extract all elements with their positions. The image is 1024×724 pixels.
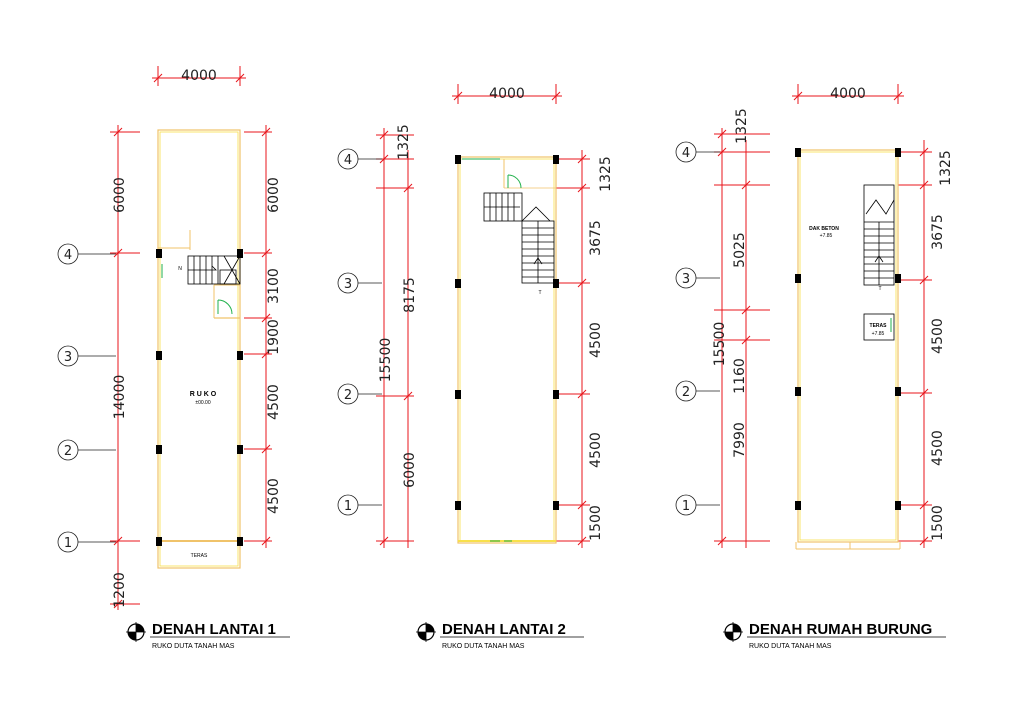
- left-dim-7990: 7990: [732, 422, 748, 458]
- grid-axis-1: 1: [337, 494, 382, 516]
- left-dim-15500: 15500: [378, 338, 394, 383]
- grid-label: 1: [64, 536, 72, 551]
- grid-label: 4: [344, 153, 352, 168]
- right-dimension-chain: [556, 150, 590, 548]
- room-level: ±00.00: [195, 400, 210, 406]
- plan-lantai-1: 4000 6000 14000 1200: [57, 66, 290, 650]
- stair-mark: T: [538, 290, 541, 296]
- stair-mark: T: [878, 286, 881, 292]
- plan-subtitle: RUKO DUTA TANAH MAS: [442, 643, 525, 650]
- grid-axis-4: 4: [57, 243, 116, 265]
- right-dim-4500-a: 4500: [266, 384, 282, 420]
- right-dim-3675: 3675: [930, 214, 946, 250]
- building-walls: [157, 129, 241, 569]
- grid-axis-2: 2: [57, 439, 116, 461]
- left-dim-5025: 5025: [732, 232, 748, 268]
- right-dim-4500-b: 4500: [930, 430, 946, 466]
- left-dim-6000: 6000: [402, 452, 418, 488]
- right-dim-4500-a: 4500: [930, 318, 946, 354]
- left-dim-14000: 14000: [112, 375, 128, 420]
- title-block: DENAH LANTAI 2 RUKO DUTA TANAH MAS: [416, 621, 584, 650]
- grid-axis-2: 2: [675, 380, 720, 402]
- right-dim-4500-a: 4500: [588, 322, 604, 358]
- room-label: DAK BETON: [809, 226, 839, 232]
- building-walls: [457, 156, 557, 544]
- left-dim-1325: 1325: [734, 108, 750, 144]
- left-dim-6000: 6000: [112, 177, 128, 213]
- left-dimension-chain: [110, 125, 140, 610]
- right-dimension-chain: [244, 125, 272, 548]
- grid-axis-4: 4: [337, 148, 382, 170]
- left-dim-1325: 1325: [396, 124, 412, 160]
- right-dim-1325: 1325: [598, 156, 614, 192]
- grid-label: 4: [64, 248, 72, 263]
- grid-label: 3: [344, 277, 352, 292]
- left-dimension-chain: [714, 128, 770, 548]
- stair: [187, 255, 241, 285]
- left-dim-15500: 15500: [712, 322, 728, 367]
- teras-label: TERAS: [870, 323, 888, 329]
- plan-title: DENAH LANTAI 1: [152, 621, 276, 638]
- grid-label: 2: [64, 444, 72, 459]
- right-dim-6000: 6000: [266, 177, 282, 213]
- right-dim-4500-b: 4500: [588, 432, 604, 468]
- grid-axis-1: 1: [57, 531, 116, 553]
- grid-axis-4: 4: [675, 141, 720, 163]
- grid-label: 2: [344, 388, 352, 403]
- stair-mark: N: [178, 266, 182, 272]
- plan-lantai-2: 4000 1325 8175 15500 6000: [337, 84, 614, 650]
- top-dimension: [152, 66, 246, 86]
- grid-axis-2: 2: [337, 383, 382, 405]
- top-dim-label: 4000: [830, 86, 866, 102]
- left-dimension-chain: [376, 128, 414, 548]
- title-block: DENAH RUMAH BURUNG RUKO DUTA TANAH MAS: [723, 621, 946, 650]
- right-dim-3675: 3675: [588, 220, 604, 256]
- plan-title: DENAH LANTAI 2: [442, 621, 566, 638]
- right-dim-1500: 1500: [930, 505, 946, 541]
- left-dim-8175: 8175: [402, 277, 418, 313]
- top-dim-label: 4000: [181, 68, 217, 84]
- right-dim-1500: 1500: [588, 505, 604, 541]
- left-dim-1160: 1160: [732, 358, 748, 394]
- teras-level: +7.85: [872, 331, 885, 337]
- right-dim-3100: 3100: [266, 268, 282, 304]
- stair: [483, 192, 555, 284]
- door: [161, 264, 233, 315]
- title-block: DENAH LANTAI 1 RUKO DUTA TANAH MAS: [126, 621, 290, 650]
- grid-label: 4: [682, 146, 690, 161]
- grid-axis-3: 3: [675, 267, 720, 289]
- grid-label: 2: [682, 385, 690, 400]
- top-dim-label: 4000: [489, 86, 525, 102]
- plan-subtitle: RUKO DUTA TANAH MAS: [749, 643, 832, 650]
- columns: [795, 148, 901, 510]
- room-label: R U K O: [190, 391, 217, 398]
- right-dim-1900: 1900: [266, 319, 282, 355]
- grid-axis-3: 3: [57, 345, 116, 367]
- right-dim-1325: 1325: [938, 150, 954, 186]
- grid-label: 3: [64, 350, 72, 365]
- right-dim-4500-b: 4500: [266, 478, 282, 514]
- building-walls: [795, 149, 901, 550]
- plan-rumah-burung: 4000 1325 5025 15500 1160 7990: [675, 84, 954, 650]
- room-level: +7.85: [820, 233, 833, 239]
- left-dim-1200: 1200: [112, 572, 128, 608]
- teras-label: TERAS: [191, 553, 208, 559]
- columns: [455, 155, 559, 510]
- plan-title: DENAH RUMAH BURUNG: [749, 621, 932, 638]
- grid-label: 1: [682, 499, 690, 514]
- grid-axis-1: 1: [675, 494, 720, 516]
- top-dimension: [792, 84, 904, 104]
- top-dimension: [452, 84, 562, 104]
- grid-label: 3: [682, 272, 690, 287]
- grid-label: 1: [344, 499, 352, 514]
- grid-axis-3: 3: [337, 272, 382, 294]
- columns: [156, 249, 243, 546]
- right-dimension-chain: [898, 140, 932, 548]
- plan-subtitle: RUKO DUTA TANAH MAS: [152, 643, 235, 650]
- door: [462, 158, 522, 542]
- stair: [863, 184, 895, 341]
